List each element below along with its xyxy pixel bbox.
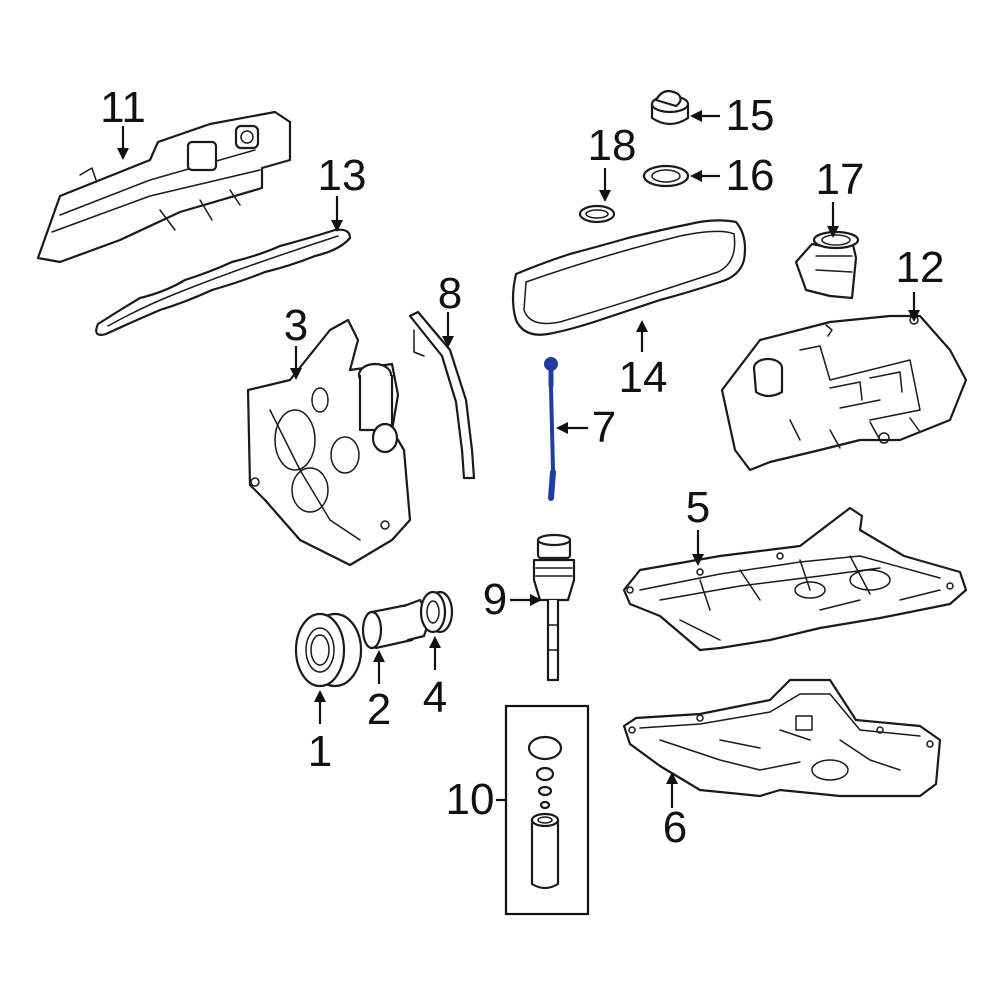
part-9-filter-housing[interactable] bbox=[532, 533, 576, 682]
callout-15: 15 bbox=[726, 91, 775, 140]
callout-11: 11 bbox=[100, 83, 146, 132]
callout-13: 13 bbox=[318, 151, 367, 200]
callout-2: 2 bbox=[367, 685, 391, 734]
part-16-cap-seal[interactable] bbox=[642, 164, 690, 188]
part-1-crankshaft-seal[interactable] bbox=[294, 612, 363, 688]
callout-8: 8 bbox=[438, 269, 462, 318]
leader-lines bbox=[117, 110, 920, 808]
part-10-filter-kit[interactable] bbox=[504, 704, 590, 916]
callout-labels: 11 13 3 8 1 2 4 7 9 10 14 15 16 18 17 12… bbox=[100, 83, 944, 852]
callout-7: 7 bbox=[592, 403, 616, 452]
callout-5: 5 bbox=[686, 483, 710, 532]
part-12-valve-cover[interactable] bbox=[720, 314, 968, 472]
part-15-filler-cap[interactable] bbox=[650, 89, 690, 126]
callout-9: 9 bbox=[483, 575, 507, 624]
callout-18: 18 bbox=[588, 121, 637, 170]
callout-6: 6 bbox=[663, 803, 687, 852]
part-11-valve-cover[interactable] bbox=[36, 110, 292, 264]
part-18-o-ring[interactable] bbox=[578, 204, 616, 224]
callout-10: 10 bbox=[446, 775, 495, 824]
part-5-upper-oil-pan[interactable] bbox=[622, 506, 968, 652]
part-4-seal-ring[interactable] bbox=[419, 590, 454, 634]
callout-14: 14 bbox=[619, 353, 668, 402]
callout-12: 12 bbox=[896, 243, 945, 292]
callout-17: 17 bbox=[816, 155, 865, 204]
part-3-timing-cover[interactable] bbox=[246, 318, 412, 567]
part-6-lower-oil-pan[interactable] bbox=[622, 678, 942, 798]
part-13-gasket[interactable] bbox=[95, 228, 352, 336]
part-17-filler-neck[interactable] bbox=[794, 230, 860, 300]
part-2-bushing[interactable] bbox=[361, 598, 432, 650]
callout-16: 16 bbox=[726, 151, 775, 200]
callout-3: 3 bbox=[284, 301, 308, 350]
callout-1: 1 bbox=[308, 727, 332, 776]
part-7-dipstick[interactable] bbox=[544, 357, 558, 501]
part-8-dipstick-tube[interactable] bbox=[408, 310, 476, 480]
part-14-gasket[interactable] bbox=[511, 219, 747, 336]
callout-4: 4 bbox=[423, 673, 447, 722]
